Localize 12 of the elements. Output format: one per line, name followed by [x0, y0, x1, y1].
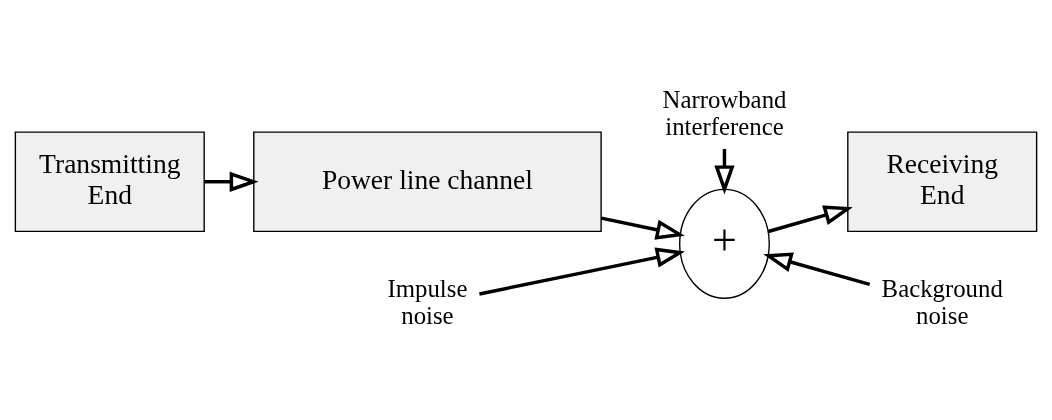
node-ellipse: + — [678, 188, 770, 299]
node-box: Transmitting End — [14, 131, 205, 233]
arrow — [600, 216, 685, 240]
node-text: Background noise — [881, 274, 1003, 330]
arrow — [479, 247, 685, 296]
node-text: Impulse noise — [387, 274, 468, 330]
arrow — [204, 171, 259, 192]
arrow — [763, 252, 871, 286]
node-box: Power line channel — [253, 131, 602, 233]
node-text: Narrowband interference — [662, 85, 787, 141]
arrow — [767, 205, 853, 234]
node-box: Receiving End — [847, 131, 1038, 233]
